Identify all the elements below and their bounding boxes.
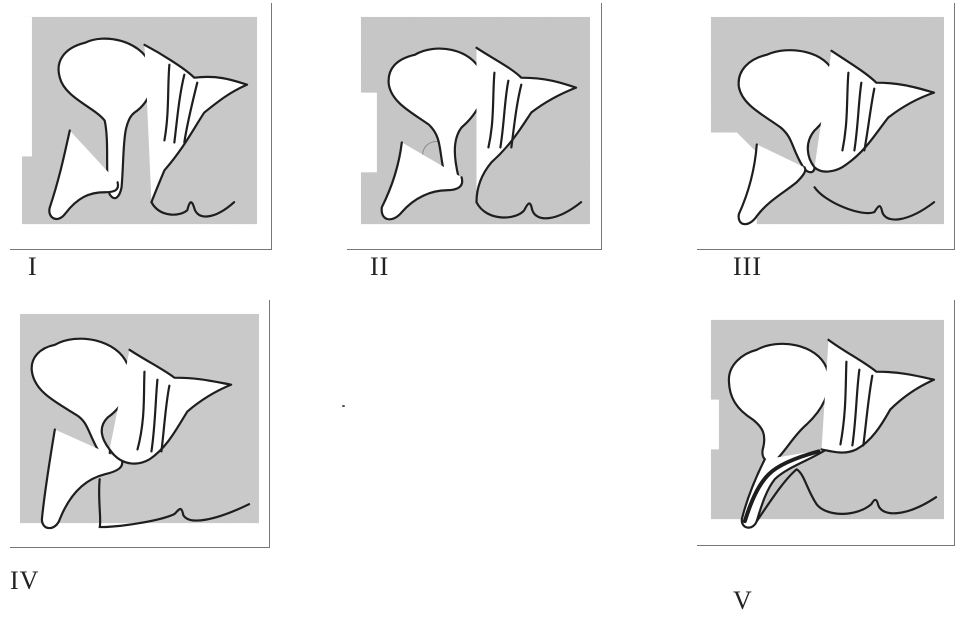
diagram-panel-5 — [697, 300, 955, 546]
diagram-panel-3 — [697, 3, 955, 250]
diagram-panel-1 — [10, 3, 272, 250]
sagittal-section-diagram — [697, 3, 954, 249]
panel-label-4: IV — [10, 566, 39, 596]
sagittal-section-diagram — [697, 300, 954, 545]
sagittal-section-diagram — [10, 3, 271, 249]
stray-mark — [342, 405, 345, 407]
unshaded-margin — [697, 400, 719, 450]
panel-label-5: V — [733, 586, 753, 616]
diagram-panel-4 — [10, 300, 270, 548]
panel-label-1: I — [28, 252, 38, 282]
diagram-panel-2 — [347, 3, 602, 250]
panel-label-3: III — [733, 252, 762, 282]
sagittal-section-diagram — [10, 300, 269, 547]
sagittal-section-diagram — [347, 3, 601, 249]
unshaded-margin — [10, 17, 32, 156]
unshaded-margin — [347, 93, 377, 173]
panel-label-2: II — [370, 252, 389, 282]
